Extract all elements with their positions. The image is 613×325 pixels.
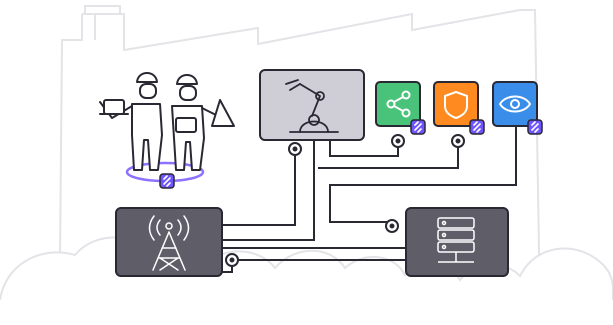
robot-arm-box [259,69,365,141]
connector-nodes [225,134,465,267]
shield-icon [444,90,468,120]
engineers-with-hardhats-icon [99,72,235,183]
eye-icon [498,95,532,113]
robotic-arm-icon [285,79,339,133]
cell-tower-box [115,207,223,277]
share-tile [375,81,426,135]
cell-tower-icon [148,215,190,271]
cloud-base [0,300,613,325]
server-rack-icon [437,217,475,263]
share-network-icon [386,90,411,118]
factory-outline-icon [59,5,541,311]
shield-tile [433,81,485,135]
server-rack-box [405,207,509,277]
eye-tile [492,81,543,135]
link-badge-icon [159,173,175,189]
connection-lines [222,123,517,273]
